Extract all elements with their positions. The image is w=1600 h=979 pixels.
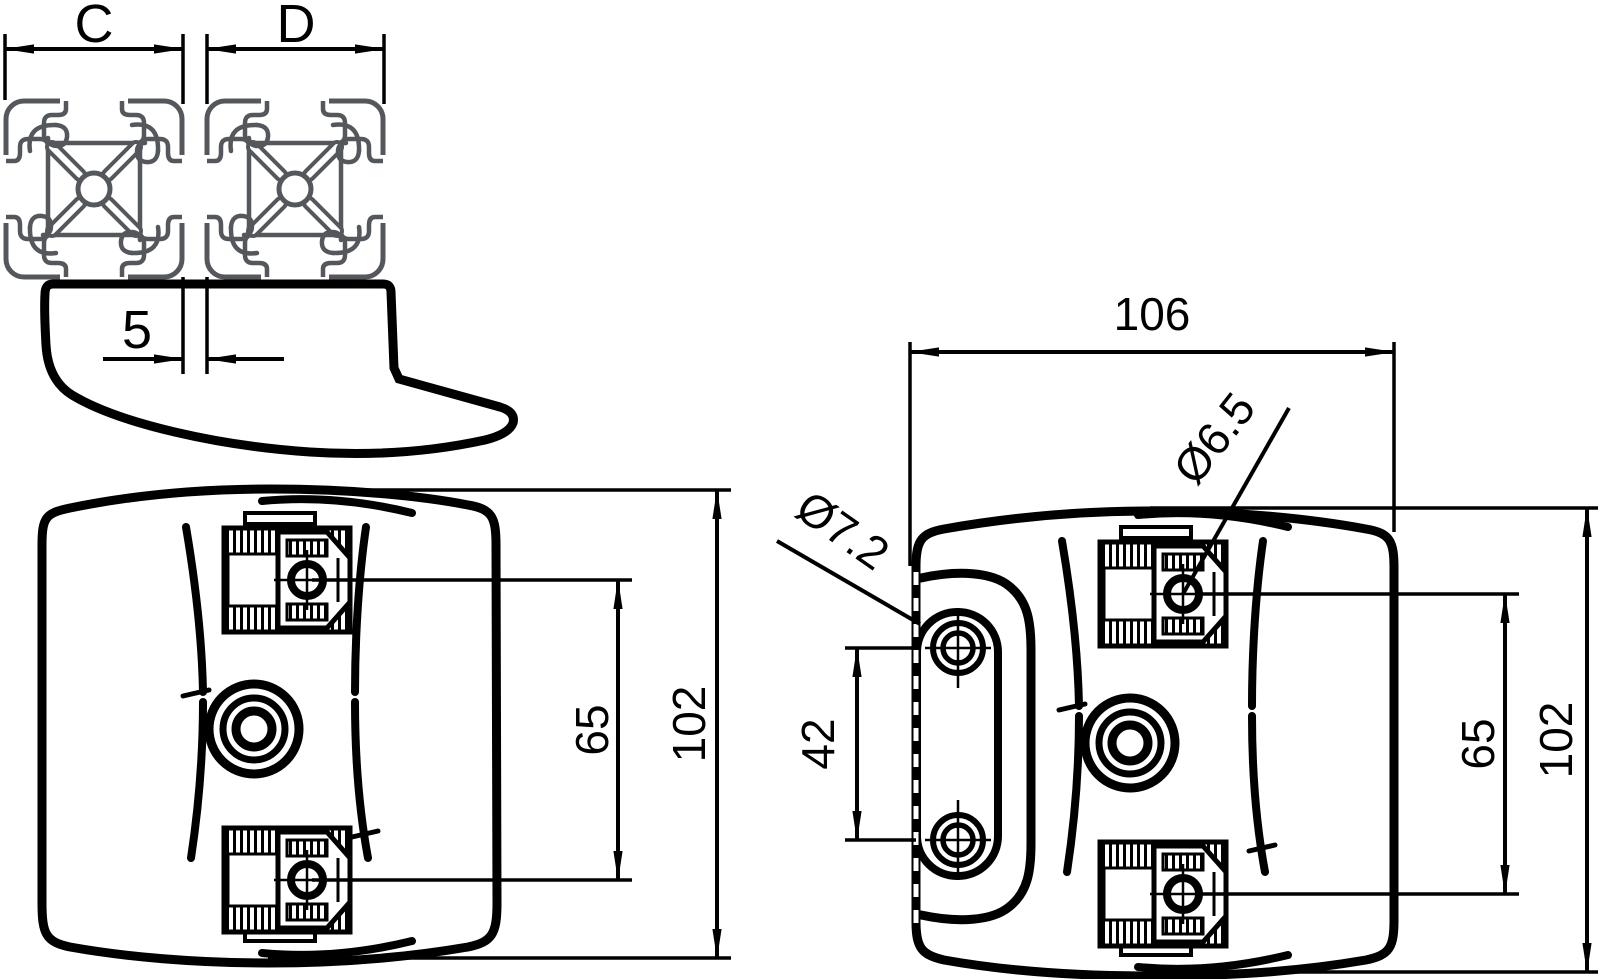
flange-hole-spacing-label: 42 (792, 718, 844, 769)
side-length-label: 102 (1530, 702, 1582, 779)
dimension-front-length-102: 102 (268, 488, 731, 960)
dimension-side-length-102: 102 (1150, 506, 1598, 974)
side-hole-spacing-label: 65 (1452, 718, 1504, 769)
dimension-side-hole-spacing-65: 65 (1195, 592, 1519, 896)
central-boss (209, 684, 299, 774)
front-right-arc-tick (349, 828, 381, 840)
dimension-overall-width-106: 106 (908, 288, 1396, 566)
aluminium-profile-d (201, 95, 389, 283)
front-length-label: 102 (663, 686, 715, 763)
leader-flange-hole-diameter: Ø7.2 (775, 480, 922, 626)
dimension-c: C (3, 0, 185, 104)
dimension-c-label: C (75, 0, 114, 54)
front-hole-spacing-label: 65 (566, 704, 618, 755)
dimension-106-label: 106 (1114, 288, 1191, 340)
front-top-tab (243, 511, 317, 526)
dimension-d: D (205, 0, 386, 104)
flange-top-tab (1119, 525, 1193, 540)
flange-right-arc-tick (1246, 842, 1278, 854)
foot-side-outline (40, 279, 518, 458)
foot-flange-view (911, 506, 1399, 979)
dimension-d-label: D (277, 0, 316, 54)
front-right-arc-upper (351, 523, 370, 696)
dimension-front-hole-spacing-65: 65 (312, 578, 632, 882)
aluminium-profile-c (0, 95, 188, 283)
foot-front-view (37, 484, 502, 968)
central-boss-flange (1085, 698, 1175, 788)
dimension-gap-5: 5 (103, 277, 284, 374)
foot-side-view (40, 279, 518, 458)
dimension-gap-label: 5 (122, 300, 152, 360)
flange-hole-diameter-label: Ø7.2 (787, 480, 899, 580)
flange-right-arc-lower (1248, 712, 1269, 876)
flange-pocket-outline (916, 568, 1036, 925)
dimension-flange-hole-spacing-42: 42 (792, 646, 916, 842)
flange-right-arc-upper (1248, 537, 1267, 710)
front-right-arc-lower (351, 698, 372, 862)
